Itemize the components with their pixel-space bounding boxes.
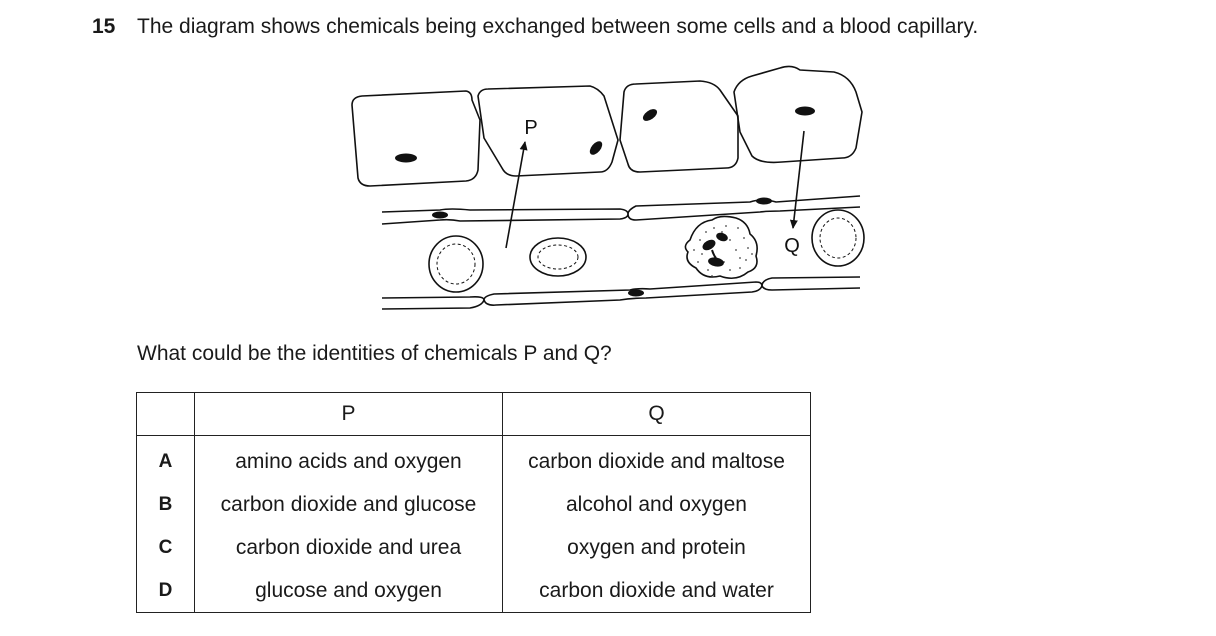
option-key: C: [136, 526, 195, 569]
option-p: carbon dioxide and glucose: [194, 483, 503, 526]
capillary-wall-upper: [381, 206, 861, 225]
question-stem: The diagram shows chemicals being exchan…: [137, 15, 979, 38]
table-row: D glucose and oxygen carbon dioxide and …: [136, 569, 811, 613]
label-p: P: [524, 117, 537, 139]
cell-nucleus: [395, 153, 417, 163]
question-number: 15: [92, 15, 116, 38]
option-q: carbon dioxide and maltose: [502, 435, 811, 483]
arrow-p: [505, 141, 528, 249]
cell-nucleus: [642, 109, 658, 121]
header-q: Q: [502, 392, 811, 436]
endothelial-nucleus: [628, 289, 644, 297]
option-key: A: [136, 435, 195, 483]
table-row: A amino acids and oxygen carbon dioxide …: [136, 435, 811, 483]
label-q: Q: [784, 235, 800, 257]
endothelial-nucleus: [432, 211, 448, 219]
tissue-cell: [477, 85, 619, 177]
endothelial-nucleus: [756, 197, 772, 205]
table-header-row: P Q: [136, 392, 811, 436]
option-key: B: [136, 483, 195, 526]
header-p: P: [194, 392, 503, 436]
red-blood-cell: [428, 235, 484, 293]
white-blood-cell: [684, 215, 758, 280]
cell-nucleus: [589, 141, 603, 155]
option-q: oxygen and protein: [502, 526, 811, 569]
option-key: D: [136, 569, 195, 613]
table-row: C carbon dioxide and urea oxygen and pro…: [136, 526, 811, 569]
option-p: glucose and oxygen: [194, 569, 503, 613]
table-row: B carbon dioxide and glucose alcohol and…: [136, 483, 811, 526]
answer-table: P Q A amino acids and oxygen carbon diox…: [136, 392, 811, 613]
cell-nucleus: [795, 106, 815, 116]
question-prompt: What could be the identities of chemical…: [137, 342, 612, 365]
option-q: alcohol and oxygen: [502, 483, 811, 526]
capillary-wall-lower: [381, 276, 861, 301]
tissue-cell: [619, 80, 739, 173]
tissue-cell: [351, 90, 481, 187]
option-q: carbon dioxide and water: [502, 569, 811, 613]
option-p: amino acids and oxygen: [194, 435, 503, 483]
red-blood-cell: [811, 209, 865, 267]
tissue-cell: [733, 65, 863, 164]
header-key: [136, 392, 195, 436]
arrow-q: [789, 130, 805, 229]
cell-capillary-diagram: P Q: [351, 65, 865, 310]
option-p: carbon dioxide and urea: [194, 526, 503, 569]
capillary-wall-lower: [381, 285, 861, 310]
red-blood-cell: [529, 237, 587, 277]
